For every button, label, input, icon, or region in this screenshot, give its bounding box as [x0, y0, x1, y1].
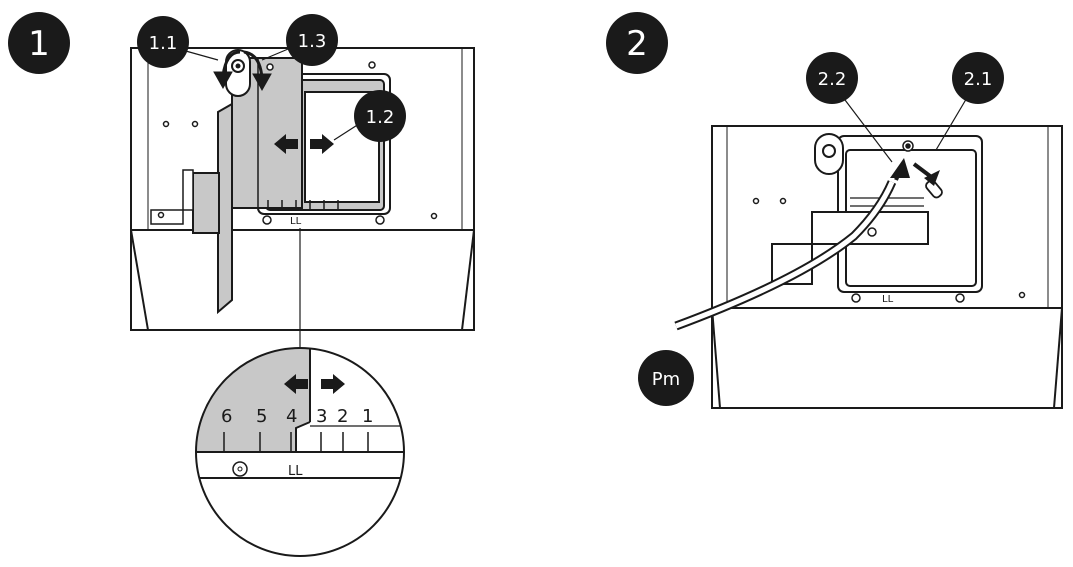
step-badge-2: 2: [606, 12, 668, 74]
panel-2: LL 2 2.2: [606, 12, 1063, 409]
scale-label-4: 4: [286, 406, 297, 427]
arrows-2: [890, 158, 940, 186]
level-mark-zoom: LL: [288, 464, 303, 479]
level-mark-1: LL: [290, 216, 302, 227]
screw-dots-1: [157, 61, 438, 225]
zoom-detail: LL 6 5 4 3 2 1: [195, 347, 405, 557]
panel-1: LL: [8, 12, 475, 557]
screw-2-1: [925, 179, 943, 199]
scale-label-5: 5: [256, 406, 267, 427]
callout-1-2: 1.2: [354, 90, 406, 142]
screw-dots-2: [748, 140, 1026, 303]
callout-pm-label: Pm: [652, 369, 680, 390]
callout-1-2-label: 1.2: [366, 107, 395, 128]
power-cable: [674, 180, 897, 331]
step-badge-1: 1: [8, 12, 70, 74]
mounting-plate-2: [771, 135, 983, 293]
step-number-1: 1: [28, 24, 50, 64]
callout-2-2-label: 2.2: [818, 69, 847, 90]
callout-2-2: 2.2: [806, 52, 858, 104]
callout-1-3-label: 1.3: [298, 31, 327, 52]
side-bracket: [150, 102, 233, 315]
step-number-2: 2: [626, 24, 648, 64]
scale-label-6: 6: [221, 406, 232, 427]
keyhole-slot: [814, 133, 844, 175]
callout-pm: Pm: [638, 350, 694, 406]
callout-1-1-label: 1.1: [149, 33, 178, 54]
level-mark-2: LL: [882, 294, 894, 305]
callout-1-1: 1.1: [137, 16, 189, 68]
callout-2-1-label: 2.1: [964, 69, 993, 90]
callout-1-3: 1.3: [286, 14, 338, 66]
scale-label-3: 3: [316, 406, 327, 427]
slide-arrows-1: [274, 134, 334, 154]
rotation-arrows: [213, 50, 272, 92]
scale-label-1: 1: [362, 406, 373, 427]
leader-lines-2: [841, 95, 969, 163]
scale-label-2: 2: [337, 406, 348, 427]
callout-2-1: 2.1: [952, 52, 1004, 104]
